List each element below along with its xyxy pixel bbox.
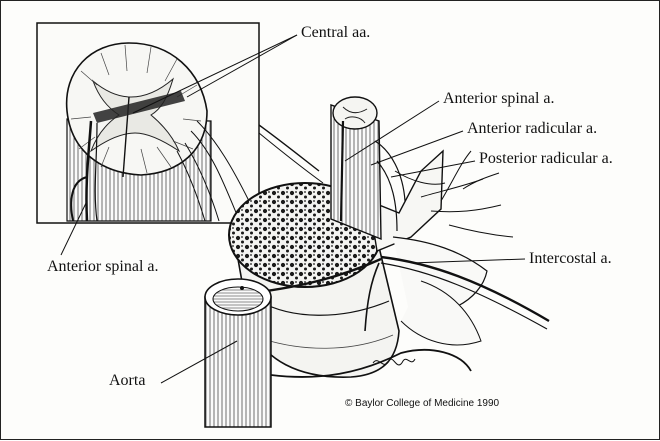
label-anterior-spinal-left: Anterior spinal a. — [47, 259, 159, 275]
radicular-branch-left — [259, 125, 319, 171]
label-intercostal: Intercostal a. — [529, 251, 612, 267]
label-aorta: Aorta — [109, 373, 145, 389]
inset-spinal-cord — [37, 23, 259, 223]
label-anterior-radicular: Anterior radicular a. — [467, 121, 597, 137]
label-anterior-spinal-top: Anterior spinal a. — [443, 91, 555, 107]
label-central-aa: Central aa. — [301, 25, 370, 41]
label-posterior-radicular: Posterior radicular a. — [479, 151, 613, 167]
copyright-notice: © Baylor College of Medicine 1990 — [345, 399, 499, 409]
